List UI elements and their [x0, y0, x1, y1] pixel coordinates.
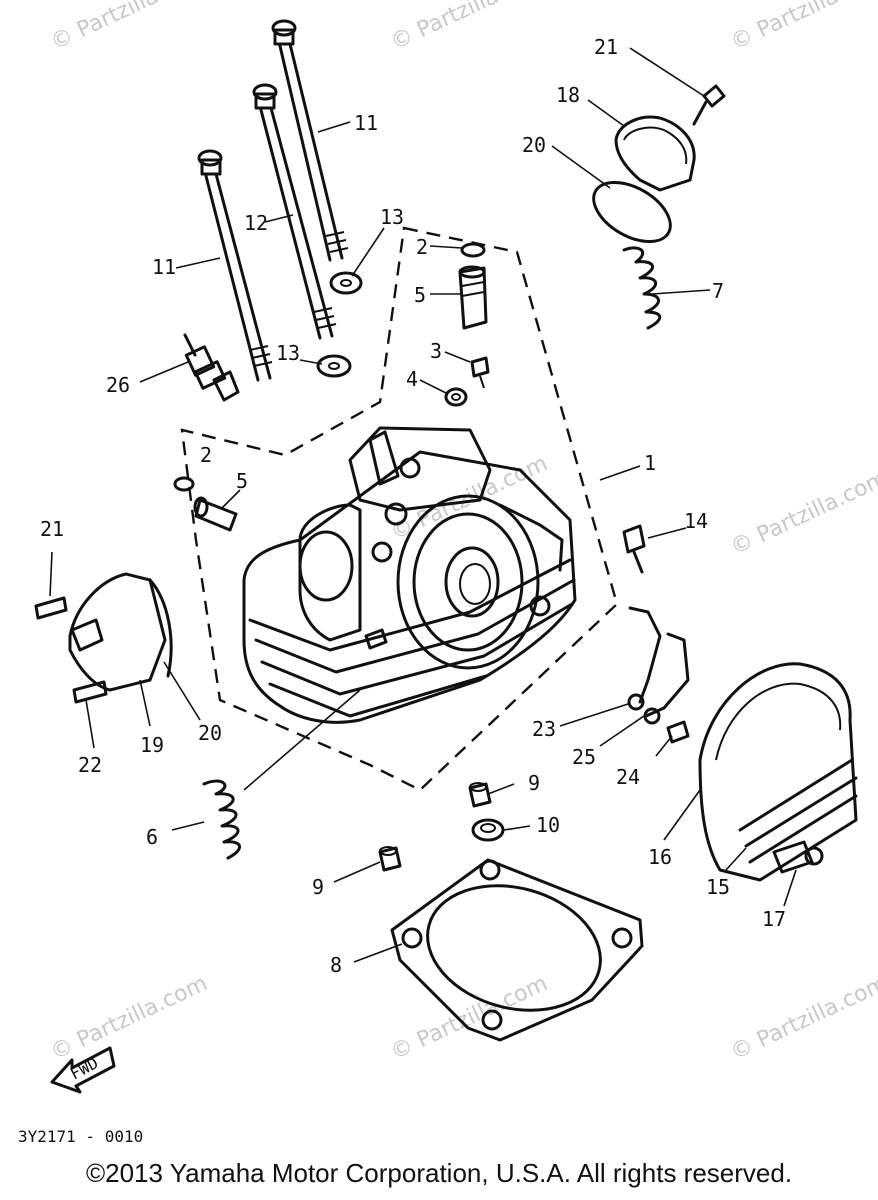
callout-7: 7	[712, 279, 724, 303]
watermark-text: © Partzilla.com	[727, 466, 878, 560]
callout-11: 11	[354, 111, 378, 135]
left-cover-assembly	[34, 572, 173, 704]
watermark-text: © Partzilla.com	[387, 0, 551, 55]
stud-bolt-3	[470, 356, 490, 389]
leader-lines	[49, 47, 797, 963]
callout-20: 20	[522, 133, 546, 157]
callout-25: 25	[572, 745, 596, 769]
watermark-text: © Partzilla.com	[727, 0, 878, 55]
watermarks: © Partzilla.com © Partzilla.com © Partzi…	[47, 0, 878, 1065]
callout-6: 6	[146, 825, 158, 849]
washer-13-upper	[329, 271, 363, 295]
bracket-assembly	[627, 606, 690, 744]
watermark-text: © Partzilla.com	[47, 971, 211, 1065]
side-cover-right	[698, 662, 858, 882]
callout-2: 2	[416, 235, 428, 259]
head-bolt-middle	[252, 83, 337, 340]
head-bolt-left	[197, 149, 273, 382]
callout-8: 8	[330, 953, 342, 977]
callout-4: 4	[406, 367, 418, 391]
callout-20: 20	[198, 721, 222, 745]
callout-16: 16	[648, 845, 672, 869]
callout-15: 15	[706, 875, 730, 899]
callout-2: 2	[200, 443, 212, 467]
callout-21: 21	[594, 35, 618, 59]
valve-guide-5-upper	[458, 265, 488, 330]
callout-22: 22	[78, 753, 102, 777]
washer-13-lower	[316, 354, 352, 378]
diagram-code: 3Y2171 - 0010	[18, 1127, 143, 1146]
callout-12: 12	[244, 211, 268, 235]
callout-23: 23	[532, 717, 556, 741]
cylinder-head	[242, 426, 577, 724]
copyright-notice: ©2013 Yamaha Motor Corporation, U.S.A. A…	[85, 1158, 793, 1188]
callout-9: 9	[528, 771, 540, 795]
assembly-outline	[180, 226, 619, 792]
callout-14: 14	[684, 509, 708, 533]
callouts: 1 2 2 3 4 5 5 6 7 8 9 9 10 11 11 12 13 1…	[40, 35, 786, 977]
callout-9: 9	[312, 875, 324, 899]
dowel-9-upper	[468, 782, 492, 808]
dowel-9-lower	[378, 846, 402, 872]
callout-3: 3	[430, 339, 442, 363]
spark-plug	[183, 333, 240, 402]
callout-5: 5	[414, 283, 426, 307]
watermark-text: © Partzilla.com	[727, 971, 878, 1065]
callout-26: 26	[106, 373, 130, 397]
nut-4	[444, 387, 468, 407]
head-bolt-right	[271, 19, 349, 262]
watermark-text: © Partzilla.com	[387, 971, 551, 1065]
callout-1: 1	[644, 451, 656, 475]
valve-guide-5-left	[193, 496, 238, 532]
callout-13: 13	[380, 205, 404, 229]
callout-5: 5	[236, 469, 248, 493]
circlip-2-left	[173, 476, 195, 492]
callout-19: 19	[140, 733, 164, 757]
callout-11: 11	[152, 255, 176, 279]
callout-24: 24	[616, 765, 640, 789]
valve-spring-6	[202, 779, 241, 860]
seal-10	[471, 818, 505, 842]
valve-spring-7	[622, 246, 662, 330]
upper-right-cover	[592, 84, 726, 244]
callout-21: 21	[40, 517, 64, 541]
circlip-2-upper	[460, 242, 486, 258]
callout-13: 13	[276, 341, 300, 365]
bolt-14	[622, 524, 646, 574]
callout-10: 10	[536, 813, 560, 837]
watermark-text: © Partzilla.com	[47, 0, 211, 55]
head-gasket	[390, 858, 644, 1042]
callout-17: 17	[762, 907, 786, 931]
callout-18: 18	[556, 83, 580, 107]
